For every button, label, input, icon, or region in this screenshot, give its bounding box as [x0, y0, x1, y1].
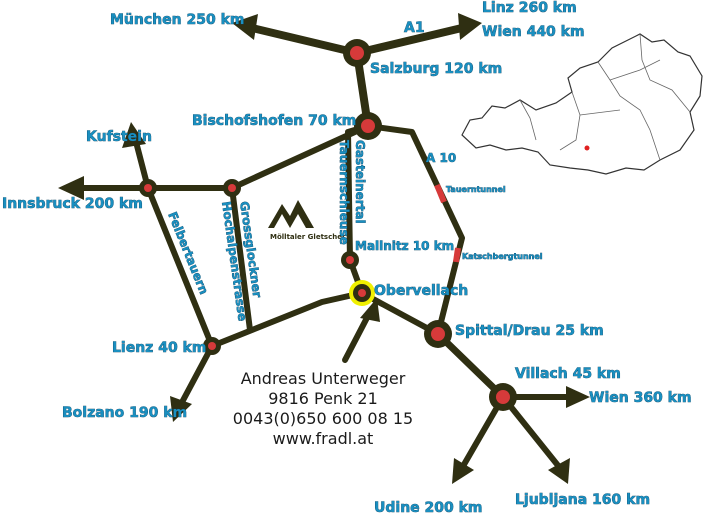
node-bischofshofen[interactable] — [354, 112, 382, 140]
label-bischofshofen: Bischofshofen 70 km — [192, 113, 356, 129]
label-lienz: Lienz 40 km — [112, 340, 206, 356]
label-villach: Villach 45 km — [515, 366, 621, 382]
label-gasteinertal: Gasteinertal — [353, 140, 367, 224]
town-nodes — [139, 39, 517, 411]
label-katschbergtunnel: Katschbergtunnel — [462, 252, 543, 261]
node-mallnitz[interactable] — [341, 251, 359, 269]
label-spittal: Spittal/Drau 25 km — [455, 323, 604, 339]
node-salzburg[interactable] — [343, 39, 371, 67]
label-wien-villach: Wien 360 km — [589, 390, 692, 406]
label-ljubljana: Ljubljana 160 km — [515, 492, 650, 508]
contact-address: 9816 Penk 21 — [268, 389, 378, 408]
label-tauernschleuse: Tauernschleuse — [337, 140, 351, 245]
label-kufstein: Kufstein — [86, 129, 152, 145]
contact-phone: 0043(0)650 600 08 15 — [233, 409, 413, 428]
node-innsbruck-junction[interactable] — [139, 179, 157, 197]
road-network — [67, 23, 578, 471]
node-obervellach[interactable] — [349, 280, 375, 306]
glacier-logo: Mölltaler Gletscher — [268, 200, 346, 241]
label-salzburg: Salzburg 120 km — [370, 61, 502, 77]
label-innsbruck: Innsbruck 200 km — [2, 196, 143, 212]
austria-outline-icon — [461, 33, 703, 175]
mountain-icon — [268, 200, 314, 228]
glacier-logo-label: Mölltaler Gletscher — [270, 233, 346, 241]
contact-name: Andreas Unterweger — [241, 369, 406, 388]
contact-website[interactable]: www.fradl.at — [273, 429, 374, 448]
label-udine: Udine 200 km — [374, 500, 483, 515]
label-tauerntunnel: Tauerntunnel — [446, 185, 506, 194]
node-spittal[interactable] — [424, 320, 452, 348]
label-muenchen: München 250 km — [110, 12, 244, 28]
label-a1: A1 — [404, 20, 425, 36]
label-obervellach: Obervellach — [374, 283, 468, 299]
label-linz: Linz 260 km — [482, 0, 577, 16]
node-villach[interactable] — [489, 383, 517, 411]
node-lienz[interactable] — [203, 337, 221, 355]
label-bolzano: Bolzano 190 km — [62, 405, 187, 421]
node-grossglockner-junction[interactable] — [223, 179, 241, 197]
label-a10: A 10 — [426, 151, 456, 165]
location-dot-icon — [584, 145, 590, 151]
arrow-head-icon — [58, 13, 590, 484]
label-wien-a1: Wien 440 km — [482, 24, 585, 40]
label-mallnitz: Mallnitz 10 km — [355, 239, 454, 253]
contact-block: Andreas Unterweger 9816 Penk 21 0043(0)6… — [233, 369, 413, 448]
